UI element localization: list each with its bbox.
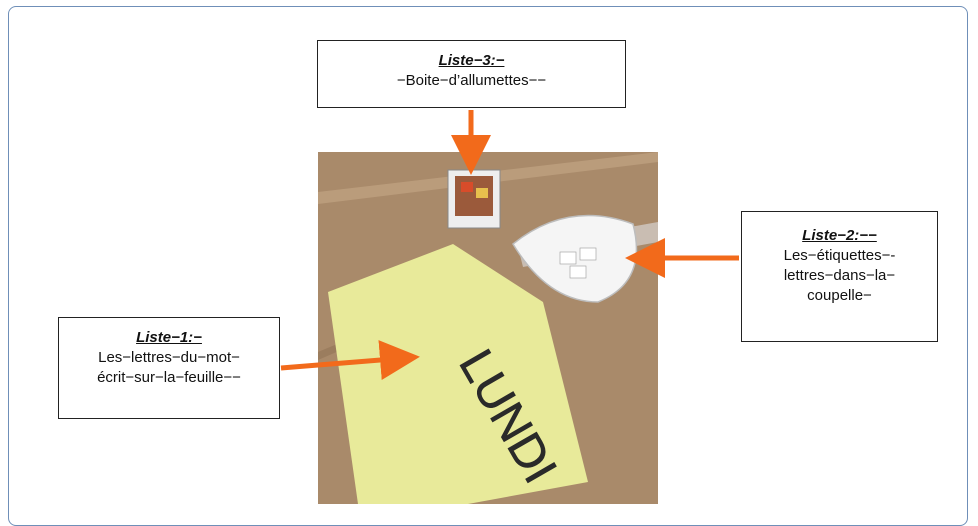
matchbox <box>447 169 501 229</box>
callout-liste2-line: Les−étiquettes−- <box>783 247 896 264</box>
callout-liste1: Liste−1:− Les−lettres−du−mot− écrit−sur−… <box>58 317 280 419</box>
callout-liste2: Liste−2:−− Les−étiquettes−- lettres−dans… <box>741 211 938 342</box>
callout-liste3-line: −Boite−d’allumettes−− <box>396 72 547 89</box>
callout-liste3-title: Liste−3:− <box>438 52 505 69</box>
yellow-sheet <box>328 244 588 504</box>
callout-liste1-line: Les−lettres−du−mot− <box>98 349 240 366</box>
label-bowl <box>512 214 638 303</box>
callout-liste2-line: coupelle− <box>807 287 872 304</box>
photo-drawing: LUNDI <box>318 152 658 504</box>
callout-liste1-line: écrit−sur−la−feuille−− <box>97 369 241 386</box>
classroom-photo: LUNDI <box>318 152 658 504</box>
callout-liste2-title: Liste−2:−− <box>802 227 877 244</box>
callout-liste2-line: lettres−dans−la− <box>783 267 896 284</box>
arrow-liste1 <box>280 340 420 380</box>
callout-liste3: Liste−3:− −Boite−d’allumettes−− <box>317 40 626 108</box>
callout-liste1-title: Liste−1:− <box>136 329 202 346</box>
